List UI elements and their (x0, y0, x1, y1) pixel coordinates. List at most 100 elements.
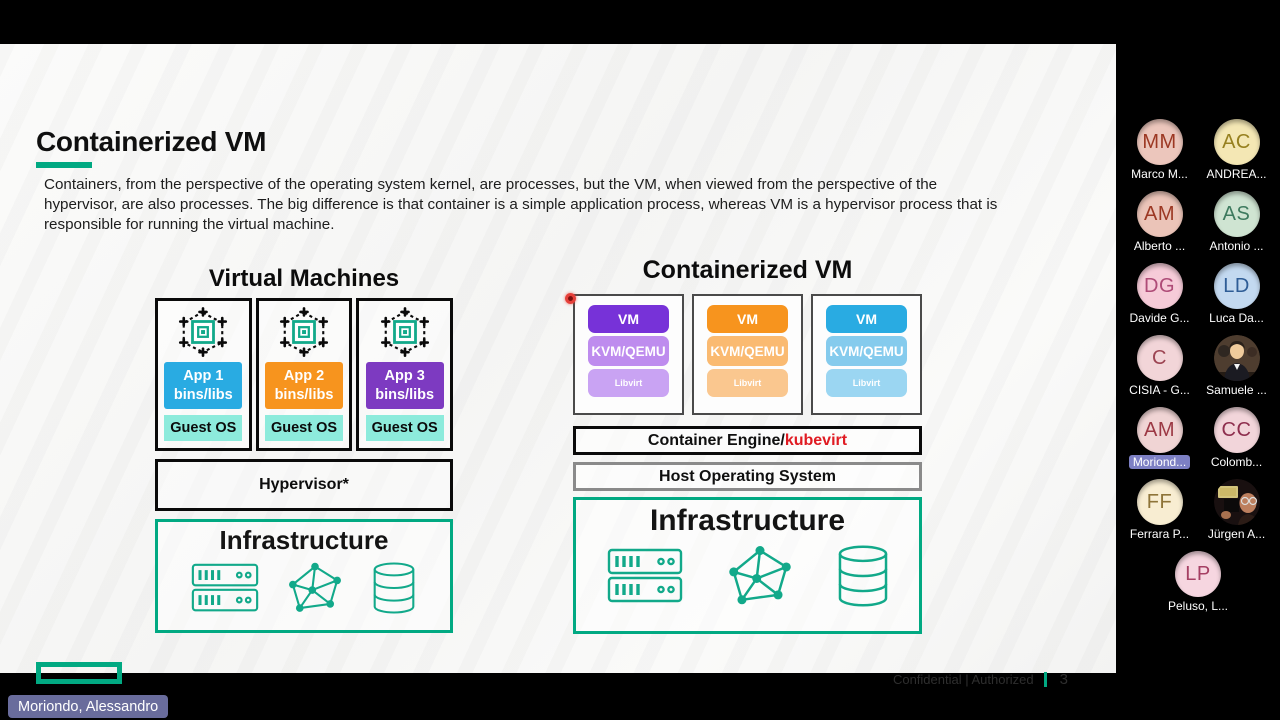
kvm-qemu-segment: KVM/QEMU (587, 336, 670, 366)
participant-name: Jürgen A... (1207, 527, 1266, 541)
participant-tile[interactable]: AS Antonio ... (1198, 191, 1275, 253)
participant-name: Marco M... (1131, 167, 1188, 181)
container-engine-box: Container Engine/kubevirt (573, 426, 922, 455)
vm-segment: VM (587, 305, 670, 333)
server-rack-icon (189, 563, 261, 618)
containerized-vm-diagram: Containerized VM VM KVM/QEMU Libvirt VM … (573, 256, 922, 634)
avatar: LD (1213, 263, 1260, 309)
participant-name: Samuele ... (1206, 383, 1267, 397)
libvirt-segment: Libvirt (825, 369, 908, 397)
title-accent-bar (36, 162, 92, 168)
vm-segment: VM (706, 305, 789, 333)
app-sublabel: bins/libs (375, 386, 435, 403)
participant-name: Alberto ... (1133, 239, 1186, 253)
hypervisor-box: Hypervisor* (155, 459, 453, 511)
container-hexagon-icon (377, 307, 433, 357)
container-hexagon-icon (276, 307, 332, 357)
host-os-box: Host Operating System (573, 462, 922, 491)
participant-tile[interactable]: Jürgen A... (1198, 479, 1275, 541)
cvm-diagram-title: Containerized VM (642, 256, 853, 284)
network-mesh-icon (285, 561, 345, 620)
participant-tile[interactable]: C CISIA - G... (1121, 335, 1198, 397)
infrastructure-icons (158, 561, 450, 620)
avatar: AC (1213, 119, 1260, 165)
participant-tile[interactable]: AM Alberto ... (1121, 191, 1198, 253)
vm-segment: VM (825, 305, 908, 333)
avatar: C (1136, 335, 1183, 381)
kvm-qemu-segment: KVM/QEMU (825, 336, 908, 366)
vm-column-3: App 3 bins/libs Guest OS (356, 298, 454, 451)
participant-sidebar: MM Marco M... AC ANDREA... AM Alberto ..… (1121, 119, 1275, 613)
participant-tile[interactable]: MM Marco M... (1121, 119, 1198, 181)
vm-diagram-title: Virtual Machines (208, 265, 400, 292)
photo-avatar (1213, 335, 1260, 381)
stack-3: VM KVM/QEMU Libvirt (811, 294, 922, 415)
participant-name: Ferrara P... (1129, 527, 1190, 541)
avatar: AS (1213, 191, 1260, 237)
avatar: CC (1213, 407, 1260, 453)
container-engine-label: Container Engine/ (647, 431, 785, 449)
infrastructure-icons (576, 544, 919, 613)
app-box: App 3 bins/libs (365, 362, 444, 409)
participant-tile[interactable]: LP Peluso, L... (1160, 551, 1237, 613)
page-title: Containerized VM (36, 126, 267, 157)
guest-os-box: Guest OS (265, 415, 343, 441)
active-speaker-tag: Moriondo, Alessandro (8, 695, 169, 718)
database-cylinder-icon (369, 562, 419, 619)
hpe-element-logo (36, 662, 122, 684)
container-hexagon-icon (175, 307, 231, 357)
participant-name: CISIA - G... (1129, 383, 1190, 397)
network-mesh-icon (725, 544, 795, 613)
avatar: MM (1136, 119, 1183, 165)
participant-name: Peluso, L... (1167, 599, 1229, 613)
vm-column-1: App 1 bins/libs Guest OS (155, 298, 252, 451)
libvirt-segment: Libvirt (587, 369, 670, 397)
footer-accent-bar (1043, 672, 1047, 687)
infrastructure-box: Infrastructure (155, 519, 453, 633)
vm-column-row: App 1 bins/libs Guest OS (155, 298, 454, 451)
guest-os-box: Guest OS (365, 415, 444, 441)
server-rack-icon (603, 548, 687, 609)
virtual-machines-diagram: Virtual Machines (155, 265, 454, 633)
page-number: 3 (1059, 671, 1068, 688)
avatar: AM (1136, 407, 1183, 453)
vm-column-2: App 2 bins/libs Guest OS (255, 298, 353, 451)
infrastructure-label: Infrastructure (649, 504, 846, 537)
participant-tile[interactable]: AC ANDREA... (1198, 119, 1275, 181)
intro-paragraph: Containers, from the perspective of the … (44, 176, 998, 233)
participant-tile[interactable]: LD Luca Da... (1198, 263, 1275, 325)
participant-tile[interactable]: FF Ferrara P... (1121, 479, 1198, 541)
libvirt-segment: Libvirt (706, 369, 789, 397)
avatar: AM (1136, 191, 1183, 237)
app-label: App 1 (183, 367, 224, 384)
app-box: App 2 bins/libs (265, 362, 343, 409)
shared-slide: Containerized VM Containers, from the pe… (0, 44, 1116, 688)
stack-row: VM KVM/QEMU Libvirt VM KVM/QEMU Libvirt … (573, 294, 922, 415)
infrastructure-label: Infrastructure (219, 525, 389, 555)
stack-2: VM KVM/QEMU Libvirt (692, 294, 803, 415)
database-cylinder-icon (833, 545, 893, 612)
app-sublabel: bins/libs (274, 386, 334, 403)
participant-tile[interactable]: CC Colomb... (1198, 407, 1275, 469)
participant-tile[interactable]: AM Moriond... (1121, 407, 1198, 469)
infrastructure-box: Infrastructure (573, 497, 922, 634)
red-laser-pointer-dot (565, 293, 576, 304)
app-sublabel: bins/libs (173, 386, 233, 403)
participant-name: Colomb... (1210, 455, 1263, 469)
kvm-qemu-segment: KVM/QEMU (706, 336, 789, 366)
participant-name-active-speaker: Moriond... (1128, 455, 1191, 469)
app-label: App 2 (283, 367, 325, 384)
classification-label: Confidential | Authorized (892, 672, 1034, 687)
participant-tile[interactable]: Samuele ... (1198, 335, 1275, 397)
participant-name: Antonio ... (1209, 239, 1264, 253)
slide-footer: Confidential | Authorized 3 (820, 671, 1068, 688)
kubevirt-label: kubevirt (784, 431, 848, 449)
avatar: FF (1136, 479, 1183, 525)
participant-name: Luca Da... (1209, 311, 1264, 325)
app-label: App 3 (384, 367, 425, 384)
avatar: LP (1175, 551, 1221, 597)
participant-tile[interactable]: DG Davide G... (1121, 263, 1198, 325)
stack-1: VM KVM/QEMU Libvirt (573, 294, 684, 415)
participant-name: Davide G... (1129, 311, 1190, 325)
avatar: DG (1136, 263, 1183, 309)
